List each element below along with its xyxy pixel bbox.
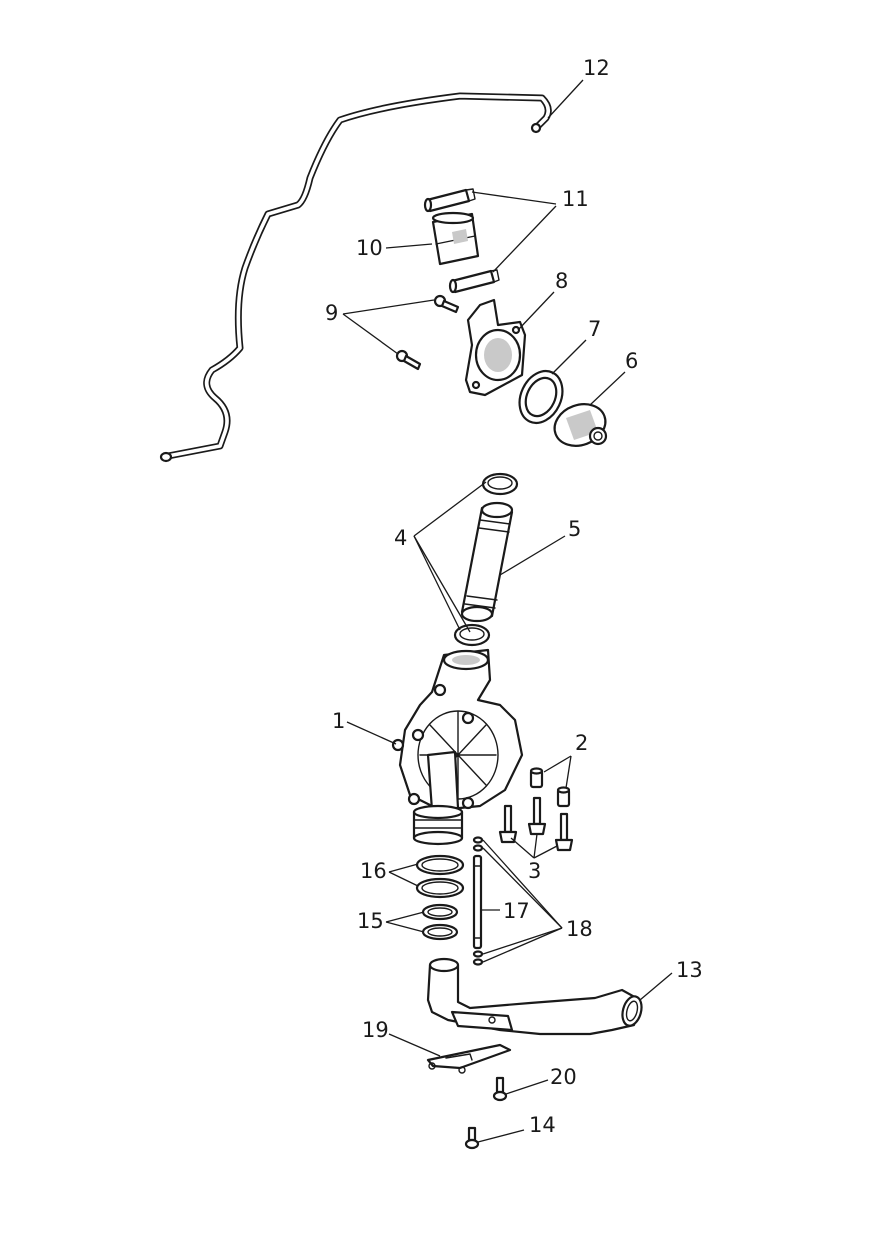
leader-16-a [388,863,419,873]
part-16-o-ring-upper [415,854,465,876]
leader-9-a [342,299,435,315]
part-15-o-ring-lower [421,923,459,941]
leader-18-c [482,927,563,955]
leader-4-b [413,535,471,633]
leader-15-b [385,921,425,933]
part-3-bolt-left [498,804,518,844]
callout-3: 3 [528,859,541,883]
part-11-hose-stub-lower [448,269,500,294]
callout-2: 2 [575,731,588,755]
part-3-bolt-center [527,796,547,836]
leader-3-b [533,833,538,859]
callout-1: 1 [332,709,345,733]
part-9-bolt-upper [433,294,460,314]
part-4-o-ring-lower [453,623,491,647]
leader-13 [639,972,673,1001]
leader-11-b [492,205,557,273]
callout-19: 19 [362,1018,389,1042]
leader-18-a [482,839,563,929]
leader-15-a [385,911,425,923]
part-18-seal-3 [472,950,484,958]
callout-12: 12 [583,56,610,80]
part-7-gasket [518,370,564,424]
callout-16: 16 [360,859,387,883]
leader-16-b [388,871,419,887]
leader-7 [551,339,587,375]
leader-5 [499,535,566,576]
part-1-water-pump-housing [391,648,524,846]
part-18-seal-2 [472,844,484,852]
leader-3-c [533,845,558,859]
leader-18-b [482,847,563,929]
leader-4-c [413,535,461,631]
part-16-o-ring-lower [415,877,465,899]
part-20-screw [492,1076,508,1102]
leader-19 [388,1033,441,1057]
leader-3-a [510,837,535,859]
leader-4-a [413,481,487,537]
callout-8: 8 [555,269,568,293]
part-8-thermostat-housing [464,298,527,397]
leader-2-b [565,755,572,789]
leader-lines [342,79,673,1143]
leader-8 [517,291,555,331]
callout-18: 18 [566,917,593,941]
part-3-bolt-right [554,812,574,852]
leader-14 [477,1129,525,1143]
callout-labels: 12 11 10 9 8 7 6 4 5 1 2 3 16 17 15 18 1… [325,56,703,1137]
leader-10 [385,243,433,249]
callout-10: 10 [356,236,383,260]
part-5-transfer-pipe [460,501,514,623]
leader-11-a [471,191,557,205]
callout-15: 15 [357,909,384,933]
callout-17: 17 [503,899,530,923]
callout-9: 9 [325,301,338,325]
part-17-shaft [472,854,483,950]
part-12-bypass-pipe [159,92,552,463]
part-18-seal-1 [472,836,484,844]
callout-13: 13 [676,958,703,982]
part-10-hose-sleeve [431,211,480,266]
callout-5: 5 [568,517,581,541]
leader-9-b [342,313,399,355]
callout-20: 20 [550,1065,577,1089]
part-15-o-ring-upper [421,903,459,921]
part-2-dowel-left [529,767,544,789]
leader-2-a [543,755,572,773]
part-18-seal-4 [472,958,484,966]
leader-18-d [482,927,563,963]
callout-7: 7 [588,317,601,341]
callout-14: 14 [529,1113,556,1137]
part-4-o-ring-upper [481,472,519,496]
part-2-dowel-right [556,786,571,808]
part-11-hose-stub-upper [423,188,476,213]
part-19-bracket [426,1043,512,1074]
leader-1 [346,721,397,745]
leader-6 [589,371,626,406]
leader-20 [505,1079,549,1095]
callout-11: 11 [562,187,589,211]
part-14-screw [464,1126,480,1150]
callout-4: 4 [394,526,407,550]
part-9-bolt-lower [395,349,422,371]
callout-6: 6 [625,349,638,373]
part-13-coolant-pipe [426,957,643,1036]
part-6-thermostat [553,403,608,447]
leader-12 [547,79,584,119]
